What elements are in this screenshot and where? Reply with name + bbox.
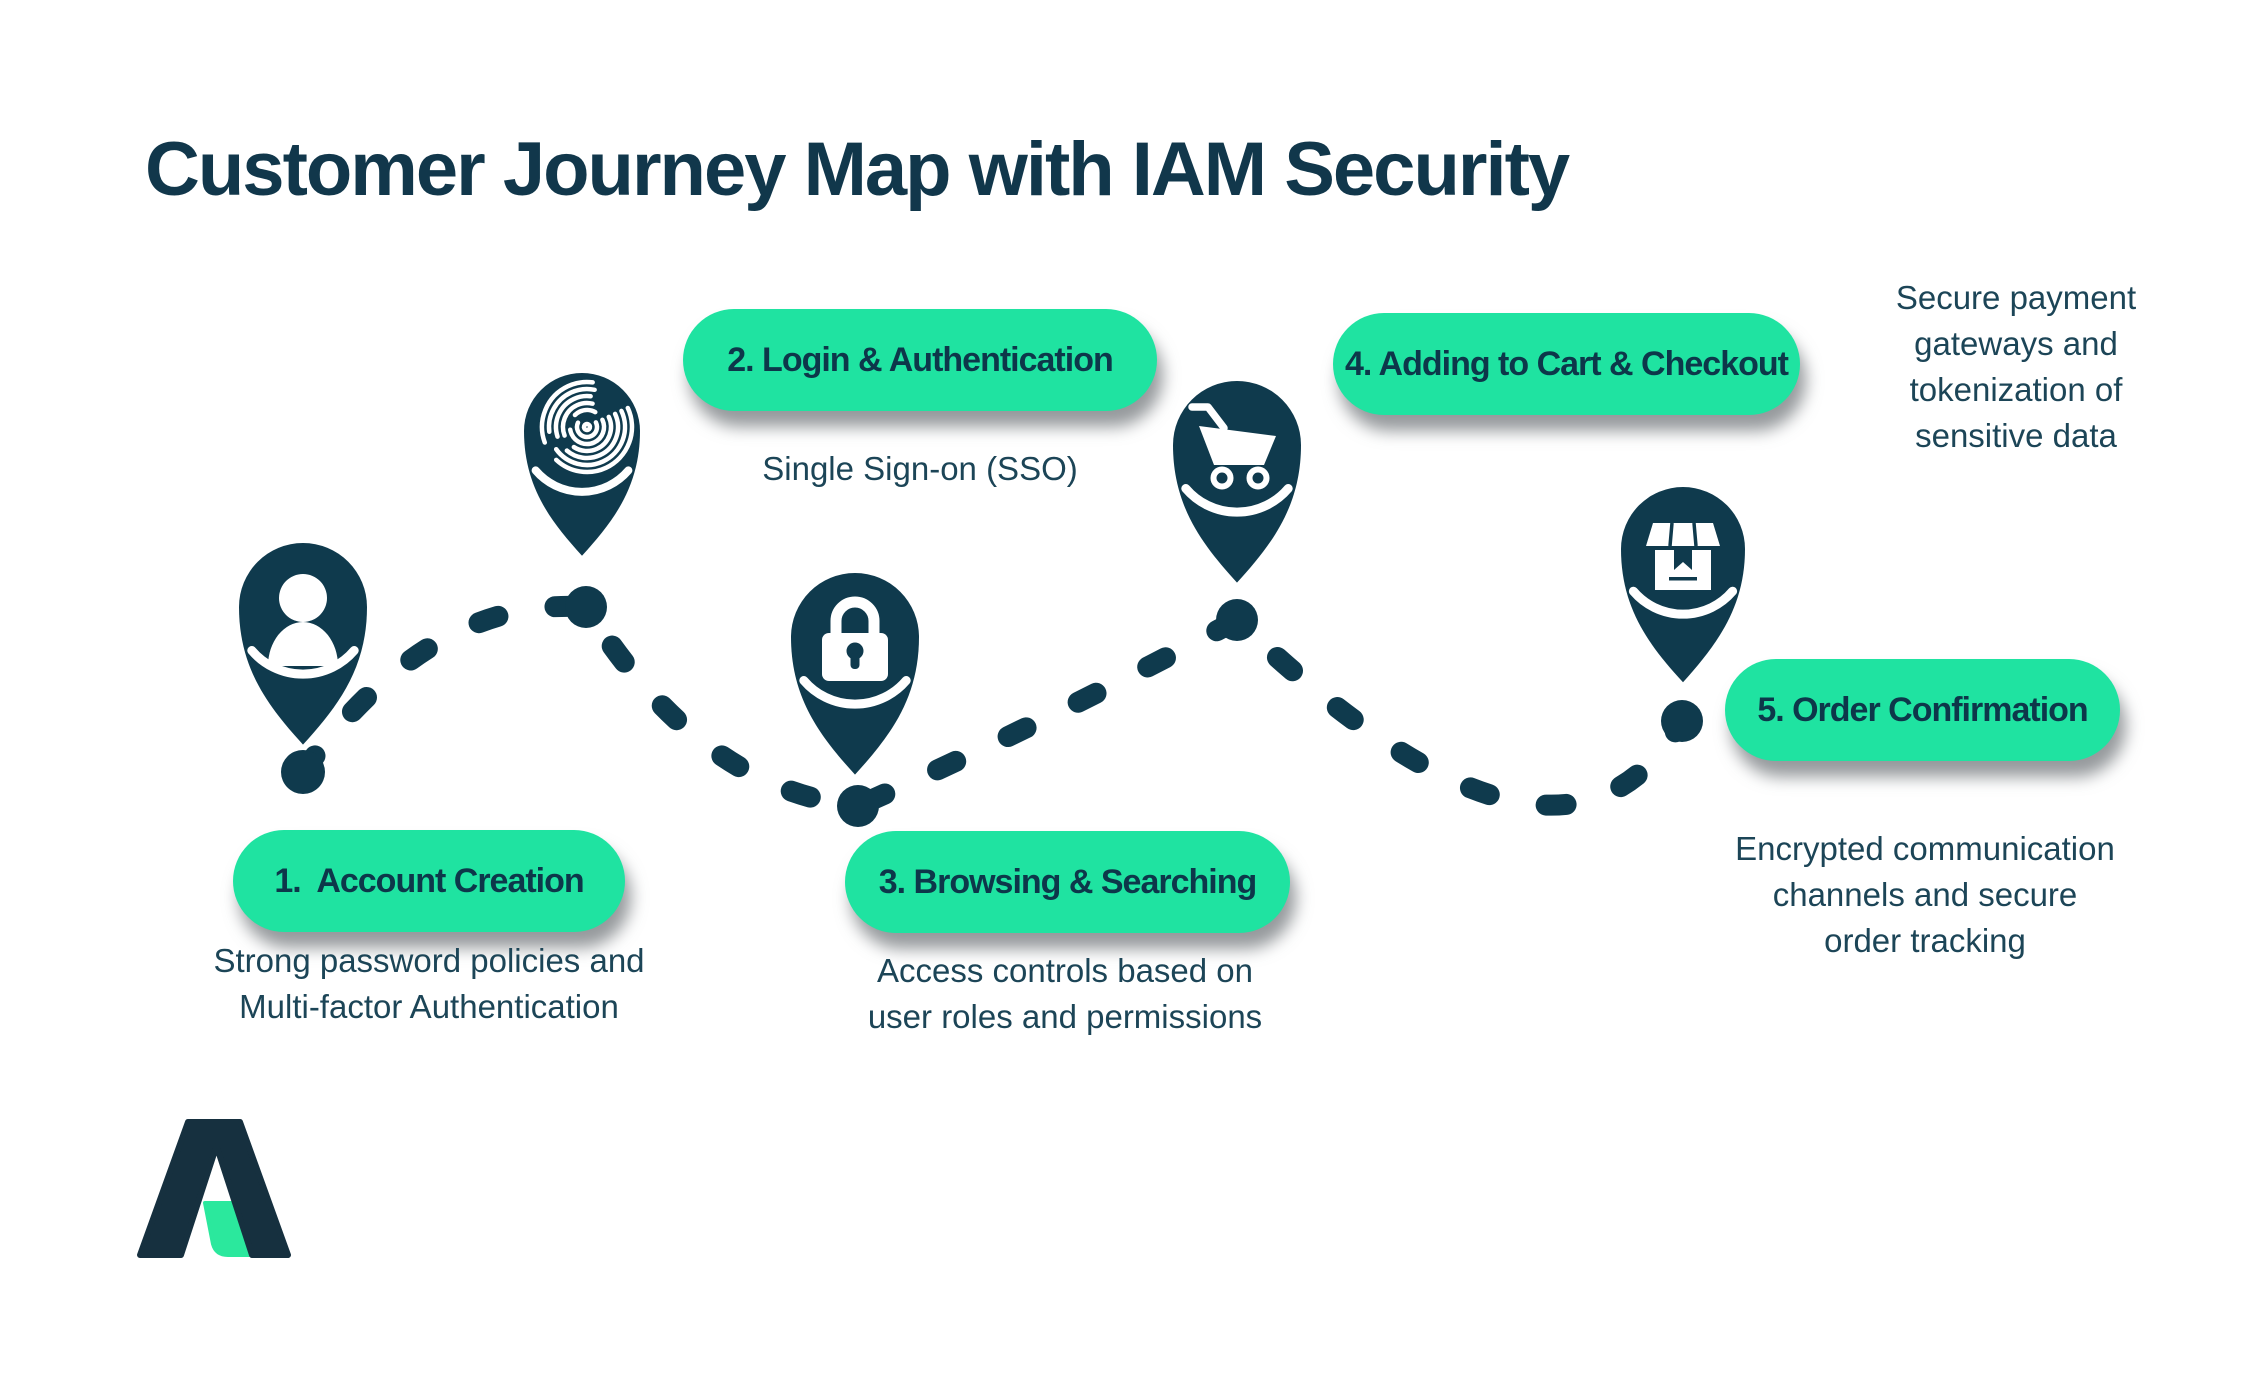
map-pin-4: [1173, 381, 1301, 641]
journey-dashed-path: [292, 595, 1693, 817]
step-pill-3: 3. Browsing & Searching: [845, 831, 1290, 933]
path-node-1: [281, 750, 325, 794]
map-pin-5: [1621, 487, 1745, 742]
step-pill-4: 4. Adding to Cart & Checkout: [1333, 313, 1800, 415]
step-pill-2: 2. Login & Authentication: [683, 309, 1157, 411]
map-pin-1: [239, 543, 367, 794]
path-node-5: [1661, 700, 1703, 742]
step-pill-1: 1. Account Creation: [233, 830, 625, 932]
step-pill-3-label: 3. Browsing & Searching: [878, 862, 1258, 901]
shopping-cart-icon: [1188, 403, 1276, 490]
step-pill-5: 5. Order Confirmation: [1725, 659, 2120, 761]
path-node-2: [565, 586, 607, 628]
step-pill-4-label: 4. Adding to Cart & Checkout: [1345, 344, 1789, 383]
step-description-2: Single Sign-on (SSO): [762, 450, 1078, 487]
map-pin-2: [524, 373, 640, 628]
step-pill-1-label: 1. Account Creation: [274, 861, 584, 900]
user-icon: [268, 574, 338, 666]
brand-logo-a-mark: [137, 1119, 291, 1258]
lock-icon: [822, 596, 888, 681]
step-description-3: Access controls based on user roles and …: [867, 952, 1263, 1035]
path-node-3: [837, 785, 879, 827]
path-node-4: [1216, 599, 1258, 641]
step-pill-2-label: 2. Login & Authentication: [727, 340, 1113, 379]
step-description-4: Secure payment gateways and tokenization…: [1895, 279, 2137, 454]
page-title: Customer Journey Map with IAM Security: [145, 127, 1570, 212]
step-description-5: Encrypted communication channels and sec…: [1735, 830, 2115, 959]
fingerprint-icon: [539, 379, 635, 475]
step-pill-5-label: 5. Order Confirmation: [1757, 690, 2088, 729]
map-pin-3: [791, 573, 919, 827]
step-description-1: Strong password policies and Multi-facto…: [213, 942, 645, 1025]
package-box-icon: [1646, 522, 1720, 590]
